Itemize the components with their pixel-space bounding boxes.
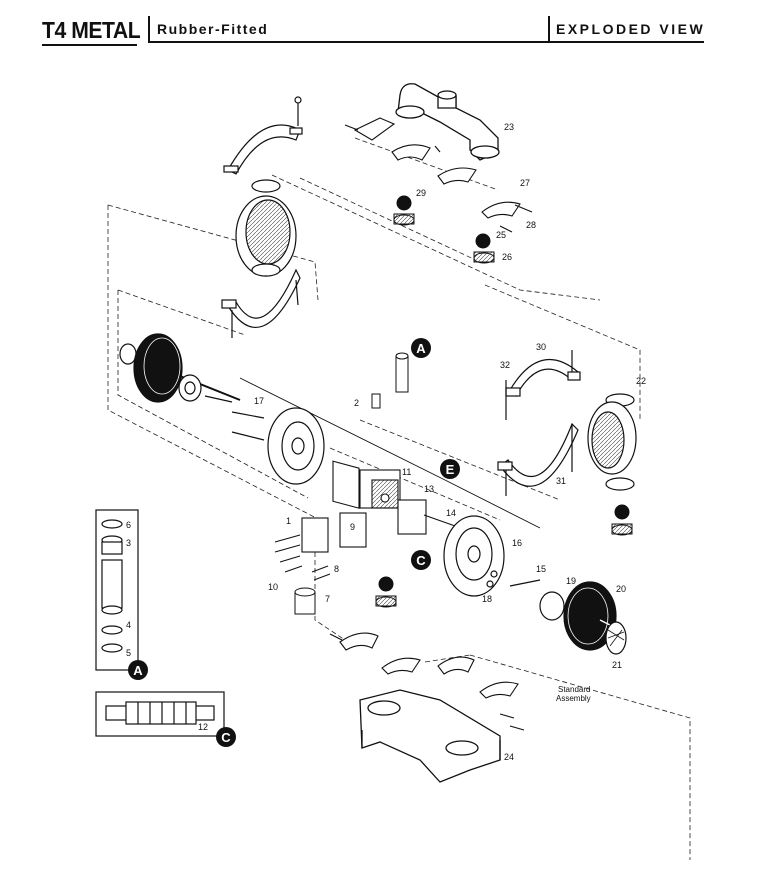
svg-text:A: A [133,663,143,678]
detail-box-a [95,509,139,671]
detail-box-c [95,691,225,737]
callout-labels: 1 2 3 4 5 6 7 8 9 10 11 12 13 14 15 16 1… [126,122,646,762]
svg-text:C: C [416,553,426,568]
callout-31: 31 [556,476,566,486]
callout-19: 19 [566,576,576,586]
small-hardware [274,352,409,615]
marker-c-center: C [411,550,431,570]
marker-e: E [440,459,460,479]
marker-a-top: A [411,338,431,358]
right-diaphragm-set [539,581,627,655]
callout-9: 9 [350,522,355,532]
suction-manifold [359,689,501,783]
callout-20: 20 [616,584,626,594]
callout-7: 7 [325,594,330,604]
callout-5: 5 [126,648,131,658]
callout-30: 30 [536,342,546,352]
header-separator-right [548,16,550,42]
callout-2: 2 [354,398,359,408]
left-inner-chamber [231,407,325,485]
callout-27: 27 [520,178,530,188]
model-title: T4 METAL [42,17,141,43]
lower-left-check [375,576,397,608]
svg-text:C: C [221,730,231,745]
standard-assembly-note: Standard Assembly [556,685,591,703]
subtitle: Rubber-Fitted [157,21,269,37]
callout-24: 24 [504,752,514,762]
callout-25: 25 [496,230,506,240]
right-inner-chamber [443,515,541,597]
left-diaphragm-set [119,333,241,403]
callout-15: 15 [536,564,546,574]
callout-17: 17 [254,396,264,406]
right-outer-chamber [497,350,637,496]
right-lower-check [611,504,633,536]
upper-check-valves [393,195,495,264]
svg-text:E: E [446,462,455,477]
callout-11: 11 [402,467,411,477]
callout-21: 21 [612,660,622,670]
title-underline [42,44,137,46]
svg-text:Assembly: Assembly [556,694,591,703]
callout-3: 3 [126,538,131,548]
left-outer-chamber [221,96,303,338]
callout-32: 32 [500,360,510,370]
callout-6: 6 [126,520,131,530]
callout-18: 18 [482,594,492,604]
marker-a-box: A [128,660,148,680]
view-title: EXPLODED VIEW [556,21,706,37]
top-clamps [344,117,533,233]
svg-text:Standard: Standard [558,685,590,694]
callout-10: 10 [268,582,278,592]
header-separator [148,16,150,42]
callout-26: 26 [502,252,512,262]
svg-text:A: A [416,341,426,356]
marker-c-box: C [216,727,236,747]
callout-8: 8 [334,564,339,574]
callout-4: 4 [126,620,131,630]
discharge-manifold [395,83,500,161]
callout-28: 28 [526,220,536,230]
lower-clamps [329,632,525,731]
callout-23: 23 [504,122,514,132]
callout-29: 29 [416,188,426,198]
center-section [301,460,459,553]
callout-1: 1 [286,516,291,526]
page-header: T4 METAL Rubber-Fitted EXPLODED VIEW [0,0,781,50]
callout-13: 13 [424,484,434,494]
callout-16: 16 [512,538,522,548]
assembly-guide-lines [107,137,691,860]
callout-14: 14 [446,508,456,518]
callout-12: 12 [198,722,208,732]
header-rule [148,41,704,43]
callout-22: 22 [636,376,646,386]
